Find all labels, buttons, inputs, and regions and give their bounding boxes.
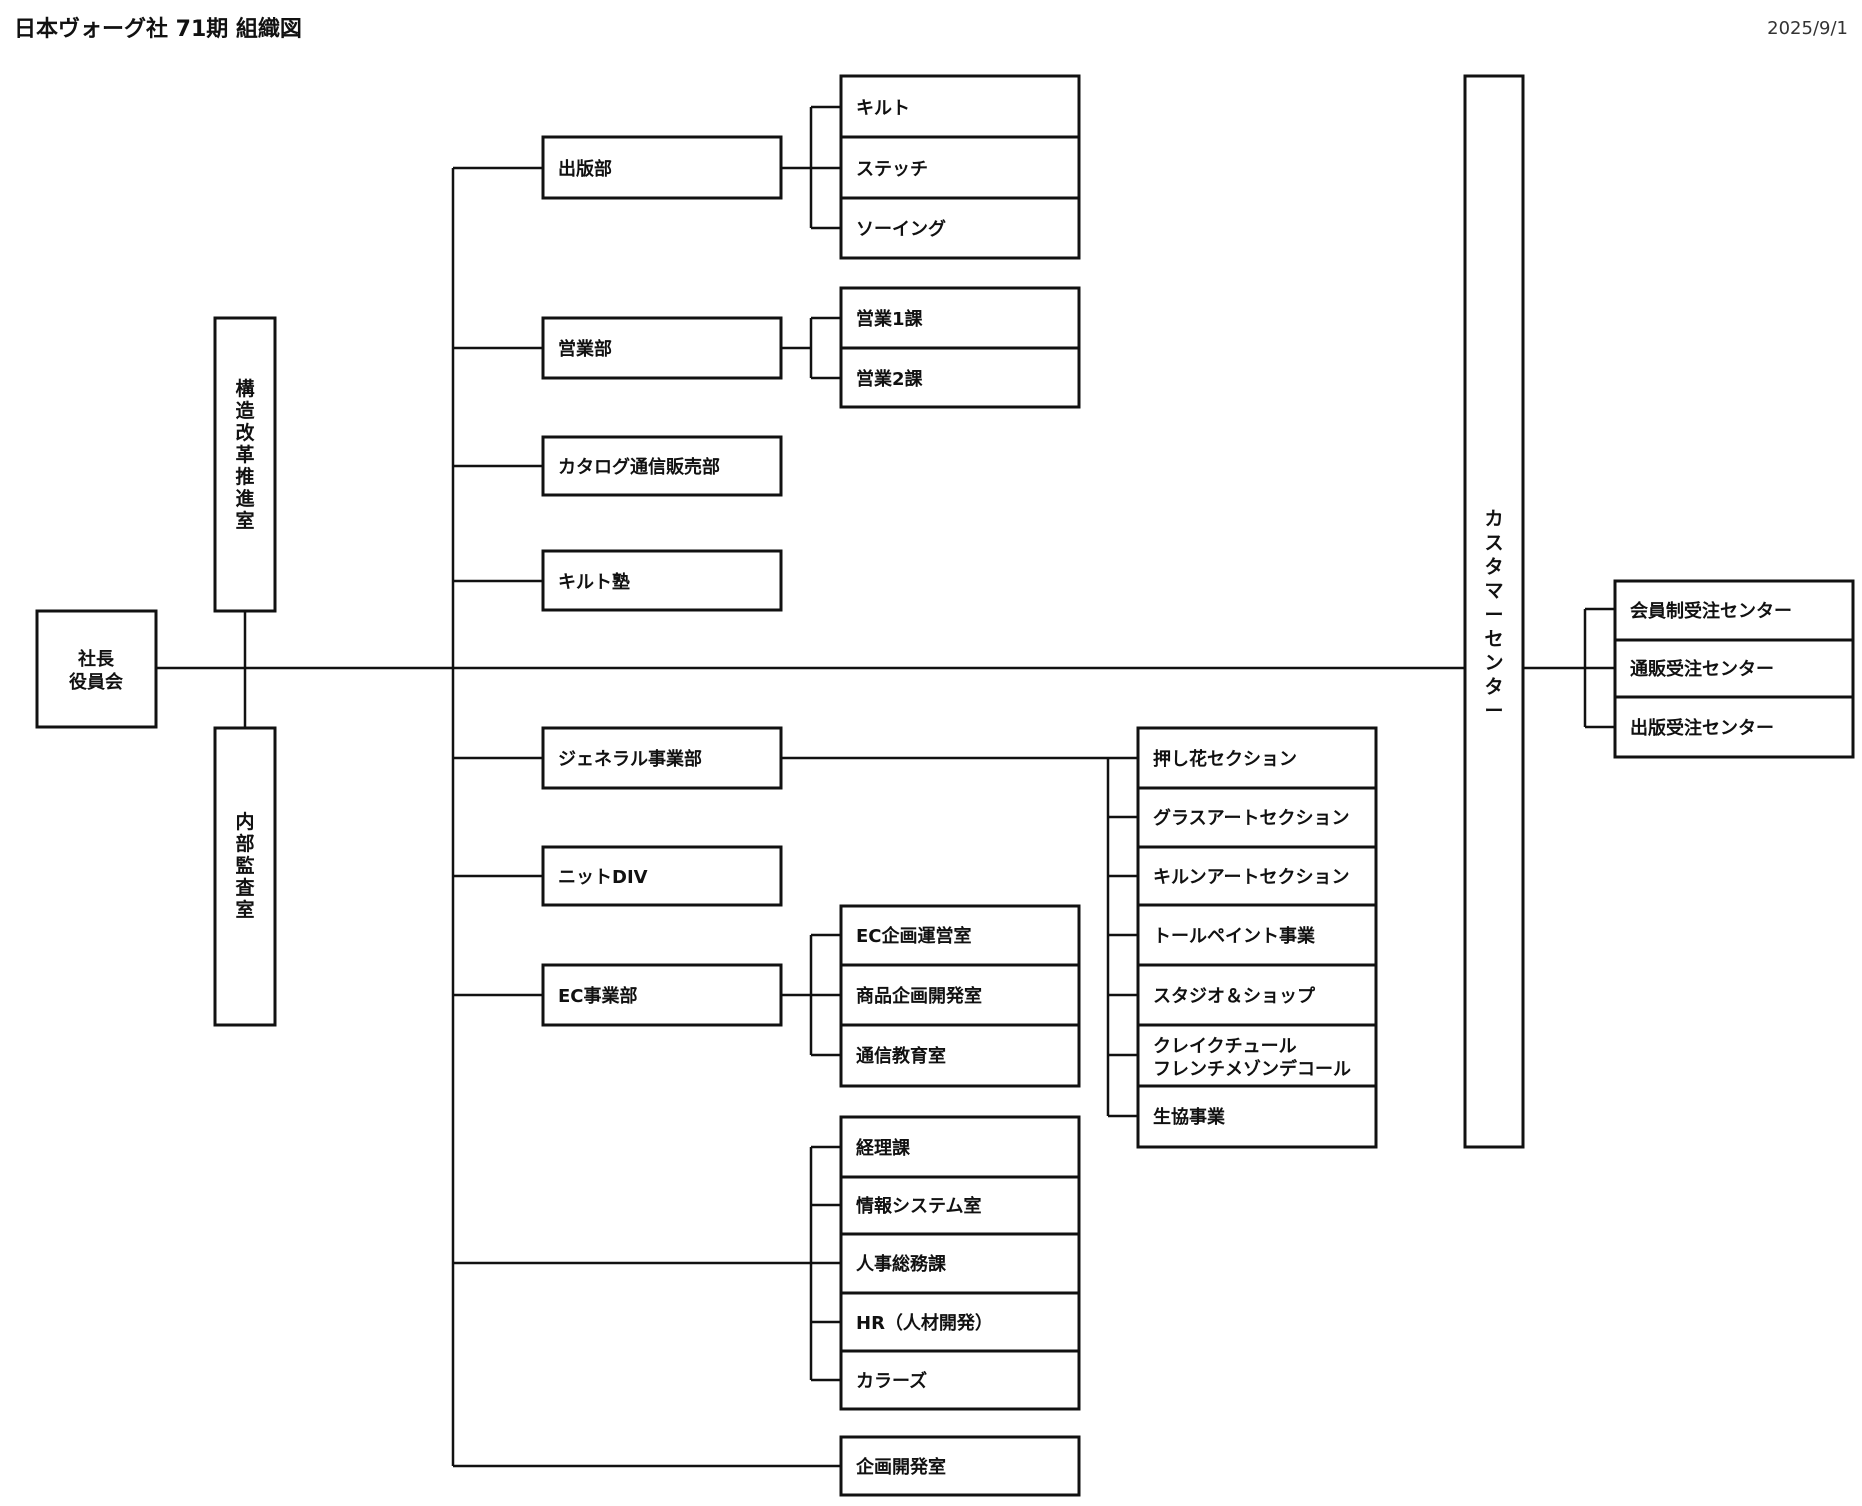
vertical-char: 革	[235, 443, 254, 466]
dept-ec-label: EC事業部	[558, 985, 638, 1007]
reform-office-label: 構造改革推進室	[235, 377, 255, 532]
vertical-char: 構	[235, 377, 254, 400]
dept-sales: 営業部	[541, 316, 783, 380]
vertical-char: 室	[235, 898, 254, 921]
unit-quilt: キルト	[856, 98, 910, 119]
dept-knit-label: ニットDIV	[558, 867, 648, 888]
unit-product-planning: 商品企画開発室	[856, 985, 982, 1007]
general-units: 押し花セクション グラスアートセクション キルンアートセクション トールペイント…	[1136, 726, 1378, 1149]
president-label-line1: 社長	[78, 648, 115, 670]
vertical-char: 室	[235, 509, 254, 532]
unit-publishing-order: 出版受注センター	[1630, 717, 1774, 739]
sales-units: 営業1課 営業2課	[839, 286, 1081, 409]
vertical-char: タ	[1484, 556, 1503, 578]
unit-sewing: ソーイング	[856, 218, 946, 240]
connector-lines	[157, 105, 1615, 1468]
vertical-char: 部	[235, 832, 254, 855]
dept-catalog: カタログ通信販売部	[541, 435, 783, 497]
unit-it-systems: 情報システム室	[856, 1195, 981, 1217]
unit-accounting: 経理課	[856, 1137, 911, 1159]
vertical-char: 造	[235, 399, 255, 422]
vertical-char: 監	[235, 854, 254, 877]
planning-office-label: 企画開発室	[855, 1456, 946, 1478]
vertical-char: ー	[1484, 604, 1503, 626]
unit-coop: 生協事業	[1153, 1106, 1226, 1128]
customer-center-label: カスタマーセンター	[1484, 508, 1503, 722]
vertical-char: 査	[234, 876, 255, 899]
unit-hr-development: HR（人材開発）	[856, 1312, 993, 1334]
president-label-line2: 役員会	[69, 671, 123, 693]
publishing-units: キルト ステッチ ソーイング	[839, 74, 1081, 260]
page-title: 日本ヴォーグ社 71期 組織図	[14, 16, 302, 42]
vertical-char: 進	[235, 488, 254, 510]
unit-studio-shop: スタジオ＆ショップ	[1153, 985, 1316, 1007]
dept-general-label: ジェネラル事業部	[558, 748, 702, 770]
vertical-char: 改	[235, 421, 255, 444]
vertical-char: マ	[1484, 580, 1503, 602]
unit-member-order: 会員制受注センター	[1630, 600, 1792, 622]
page-date: 2025/9/1	[1767, 18, 1848, 39]
unit-mail-order: 通販受注センター	[1630, 658, 1774, 680]
dept-quilt-school-label: キルト塾	[558, 571, 630, 593]
vertical-char: タ	[1484, 676, 1503, 698]
audit-office-box: 内部監査室	[213, 726, 277, 1027]
vertical-char: 内	[235, 810, 254, 833]
unit-colors: カラーズ	[856, 1370, 927, 1392]
dept-publishing: 出版部	[541, 135, 783, 200]
vertical-char: 推	[235, 465, 254, 488]
unit-hr-general-affairs: 人事総務課	[856, 1253, 947, 1275]
reform-office-box: 構造改革推進室	[213, 316, 277, 613]
customer-units: 会員制受注センター 通販受注センター 出版受注センター	[1613, 579, 1855, 759]
dept-publishing-label: 出版部	[558, 158, 612, 180]
ec-units: EC企画運営室 商品企画開発室 通信教育室	[839, 904, 1081, 1088]
customer-center-box: カスタマーセンター	[1463, 74, 1525, 1149]
unit-french-maison-decor: フレンチメゾンデコール	[1153, 1058, 1351, 1080]
dept-catalog-label: カタログ通信販売部	[558, 456, 720, 478]
vertical-char: ー	[1484, 700, 1503, 722]
dept-sales-label: 営業部	[558, 338, 612, 360]
vertical-char: カ	[1484, 508, 1503, 530]
unit-kiln-art: キルンアートセクション	[1153, 867, 1350, 888]
audit-office-label: 内部監査室	[234, 810, 255, 921]
unit-sales-2: 営業2課	[856, 368, 924, 390]
unit-clay-couture: クレイクチュール	[1153, 1036, 1297, 1057]
dept-ec: EC事業部	[541, 963, 783, 1027]
vertical-char: ン	[1484, 652, 1503, 674]
planning-office: 企画開発室	[839, 1435, 1081, 1497]
vertical-char: ス	[1484, 532, 1503, 554]
unit-pressed-flower: 押し花セクション	[1153, 748, 1297, 770]
unit-glass-art: グラスアートセクション	[1153, 807, 1350, 829]
unit-ec-planning: EC企画運営室	[856, 925, 972, 947]
unit-distance-education: 通信教育室	[856, 1045, 946, 1067]
dept-general: ジェネラル事業部	[541, 726, 783, 790]
unit-stitch: ステッチ	[856, 159, 928, 180]
dept-knit: ニットDIV	[541, 845, 783, 907]
unit-sales-1: 営業1課	[856, 308, 924, 330]
unit-tole-paint: トールペイント事業	[1153, 925, 1316, 947]
admin-units: 経理課 情報システム室 人事総務課 HR（人材開発） カラーズ	[839, 1115, 1081, 1411]
vertical-char: セ	[1484, 628, 1503, 650]
dept-quilt-school: キルト塾	[541, 549, 783, 612]
president-box: 社長 役員会	[35, 609, 158, 729]
